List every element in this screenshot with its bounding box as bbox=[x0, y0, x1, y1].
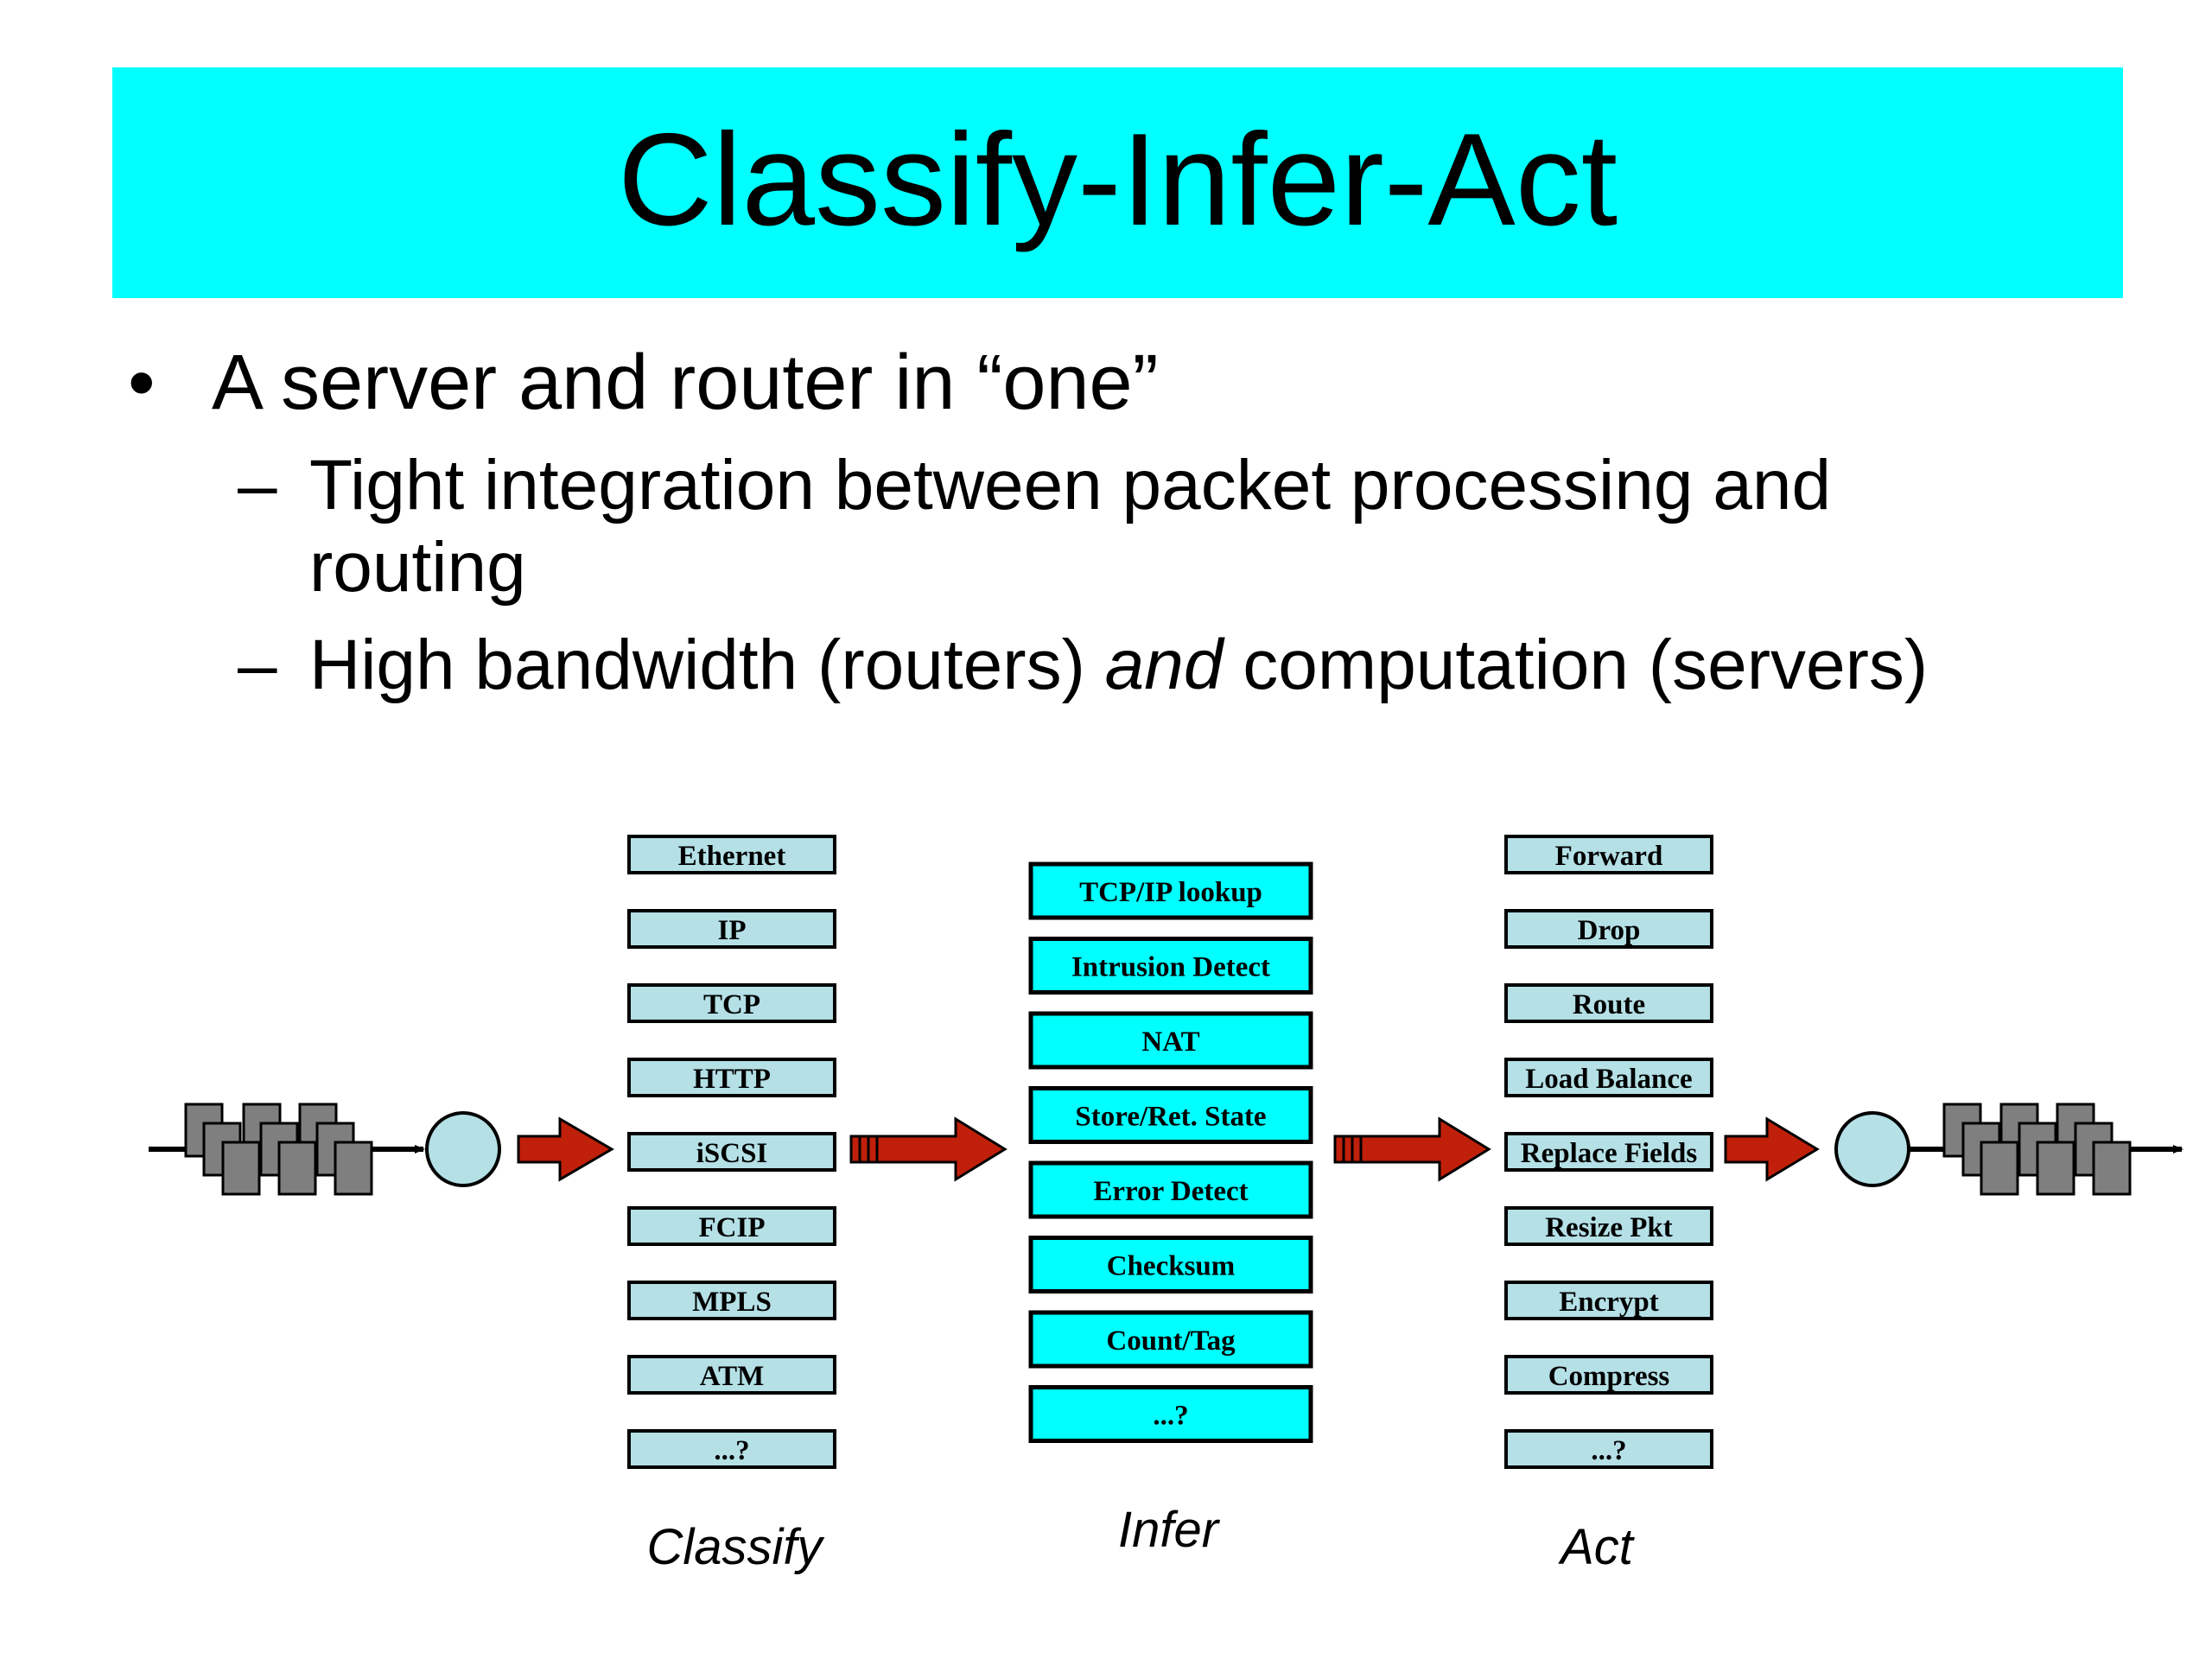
infer-label-intrusion-detect: Intrusion Detect bbox=[1071, 952, 1270, 983]
act-label-drop: Drop bbox=[1578, 915, 1641, 946]
infer-box-count-tag bbox=[1028, 1310, 1313, 1369]
act-caption: Act bbox=[1558, 1519, 1636, 1575]
sub-bullet-text-2: High bandwidth (routers) and computation… bbox=[309, 624, 1928, 706]
classify-label-more: ...? bbox=[714, 1435, 749, 1466]
infer-box-nat bbox=[1028, 1011, 1313, 1070]
classify-label-mpls: MPLS bbox=[692, 1287, 772, 1318]
classify-box-fcip bbox=[627, 1206, 836, 1246]
act-box-replace-fields bbox=[1504, 1132, 1713, 1172]
infer-box-intrusion-detect bbox=[1028, 937, 1313, 995]
act-label-resize-pkt: Resize Pkt bbox=[1545, 1212, 1673, 1243]
sub-bullet-marker-1: – bbox=[238, 446, 277, 524]
act-box-drop bbox=[1504, 909, 1713, 949]
output-node bbox=[1834, 1111, 1910, 1187]
sub-bullet-text-2a: High bandwidth (routers) bbox=[309, 626, 1105, 704]
act-box-load-balance bbox=[1504, 1058, 1713, 1097]
classify-label-ethernet: Ethernet bbox=[678, 841, 786, 872]
infer-box-more bbox=[1028, 1385, 1313, 1443]
act-box-compress bbox=[1504, 1355, 1713, 1395]
classify-box-tcp bbox=[627, 983, 836, 1023]
classify-box-iscsi bbox=[627, 1132, 836, 1172]
classify-label-http: HTTP bbox=[693, 1064, 771, 1095]
infer-label-count-tag: Count/Tag bbox=[1106, 1325, 1236, 1357]
infer-box-tcp-ip-lookup bbox=[1028, 861, 1313, 920]
act-label-route: Route bbox=[1573, 989, 1645, 1020]
output-packet-queue-front bbox=[1980, 1141, 2132, 1196]
act-label-replace-fields: Replace Fields bbox=[1521, 1138, 1698, 1169]
classify-box-http bbox=[627, 1058, 836, 1097]
classify-box-more bbox=[627, 1429, 836, 1469]
input-packet-queue bbox=[149, 1103, 425, 1196]
classify-box-ip bbox=[627, 909, 836, 949]
classify-label-fcip: FCIP bbox=[699, 1212, 766, 1243]
act-box-more bbox=[1504, 1429, 1713, 1469]
act-label-forward: Forward bbox=[1555, 841, 1663, 872]
act-label-encrypt: Encrypt bbox=[1559, 1287, 1659, 1318]
infer-label-store-ret-state: Store/Ret. State bbox=[1075, 1102, 1266, 1133]
bullet-text: A server and router in “one” bbox=[212, 340, 1159, 426]
classify-label-atm: ATM bbox=[700, 1361, 765, 1392]
bullet-marker: • bbox=[128, 340, 156, 426]
arrow-from-act bbox=[1724, 1116, 1820, 1182]
classify-box-mpls bbox=[627, 1281, 836, 1320]
classify-label-tcp: TCP bbox=[703, 989, 760, 1020]
infer-caption: Infer bbox=[1118, 1502, 1221, 1558]
act-label-compress: Compress bbox=[1548, 1361, 1670, 1392]
act-box-route bbox=[1504, 983, 1713, 1023]
title-bar: Classify-Infer-Act bbox=[112, 67, 2123, 298]
classify-caption: Classify bbox=[646, 1519, 824, 1575]
act-label-load-balance: Load Balance bbox=[1525, 1064, 1692, 1095]
classify-label-ip: IP bbox=[718, 915, 747, 946]
classify-box-atm bbox=[627, 1355, 836, 1395]
arrow-to-classify bbox=[517, 1116, 614, 1182]
sub-bullet-marker-2: – bbox=[238, 626, 277, 704]
act-box-forward bbox=[1504, 835, 1713, 874]
sub-bullet-text-1: Tight integration between packet process… bbox=[309, 446, 1832, 607]
arrow-classify-to-infer bbox=[849, 1116, 1007, 1182]
infer-label-error-detect: Error Detect bbox=[1093, 1176, 1248, 1207]
infer-label-more: ...? bbox=[1153, 1401, 1188, 1432]
classify-label-iscsi: iSCSI bbox=[696, 1138, 768, 1169]
output-packet-queue bbox=[1909, 1103, 2183, 1196]
act-box-resize-pkt bbox=[1504, 1206, 1713, 1246]
infer-box-store-ret-state bbox=[1028, 1086, 1313, 1144]
input-node bbox=[425, 1111, 501, 1187]
act-label-more: ...? bbox=[1591, 1435, 1626, 1466]
slide-title: Classify-Infer-Act bbox=[617, 105, 1618, 253]
infer-label-checksum: Checksum bbox=[1107, 1251, 1236, 1282]
sub-bullet-text-2b: computation (servers) bbox=[1223, 626, 1929, 704]
arrow-infer-to-act bbox=[1333, 1116, 1491, 1182]
infer-box-checksum bbox=[1028, 1236, 1313, 1294]
infer-label-tcp-ip-lookup: TCP/IP lookup bbox=[1079, 877, 1262, 908]
act-box-encrypt bbox=[1504, 1281, 1713, 1320]
classify-box-ethernet bbox=[627, 835, 836, 874]
sub-bullet-text-2-italic: and bbox=[1104, 626, 1224, 704]
infer-label-nat: NAT bbox=[1141, 1027, 1199, 1058]
infer-box-error-detect bbox=[1028, 1160, 1313, 1219]
input-packet-queue-front bbox=[221, 1141, 373, 1196]
